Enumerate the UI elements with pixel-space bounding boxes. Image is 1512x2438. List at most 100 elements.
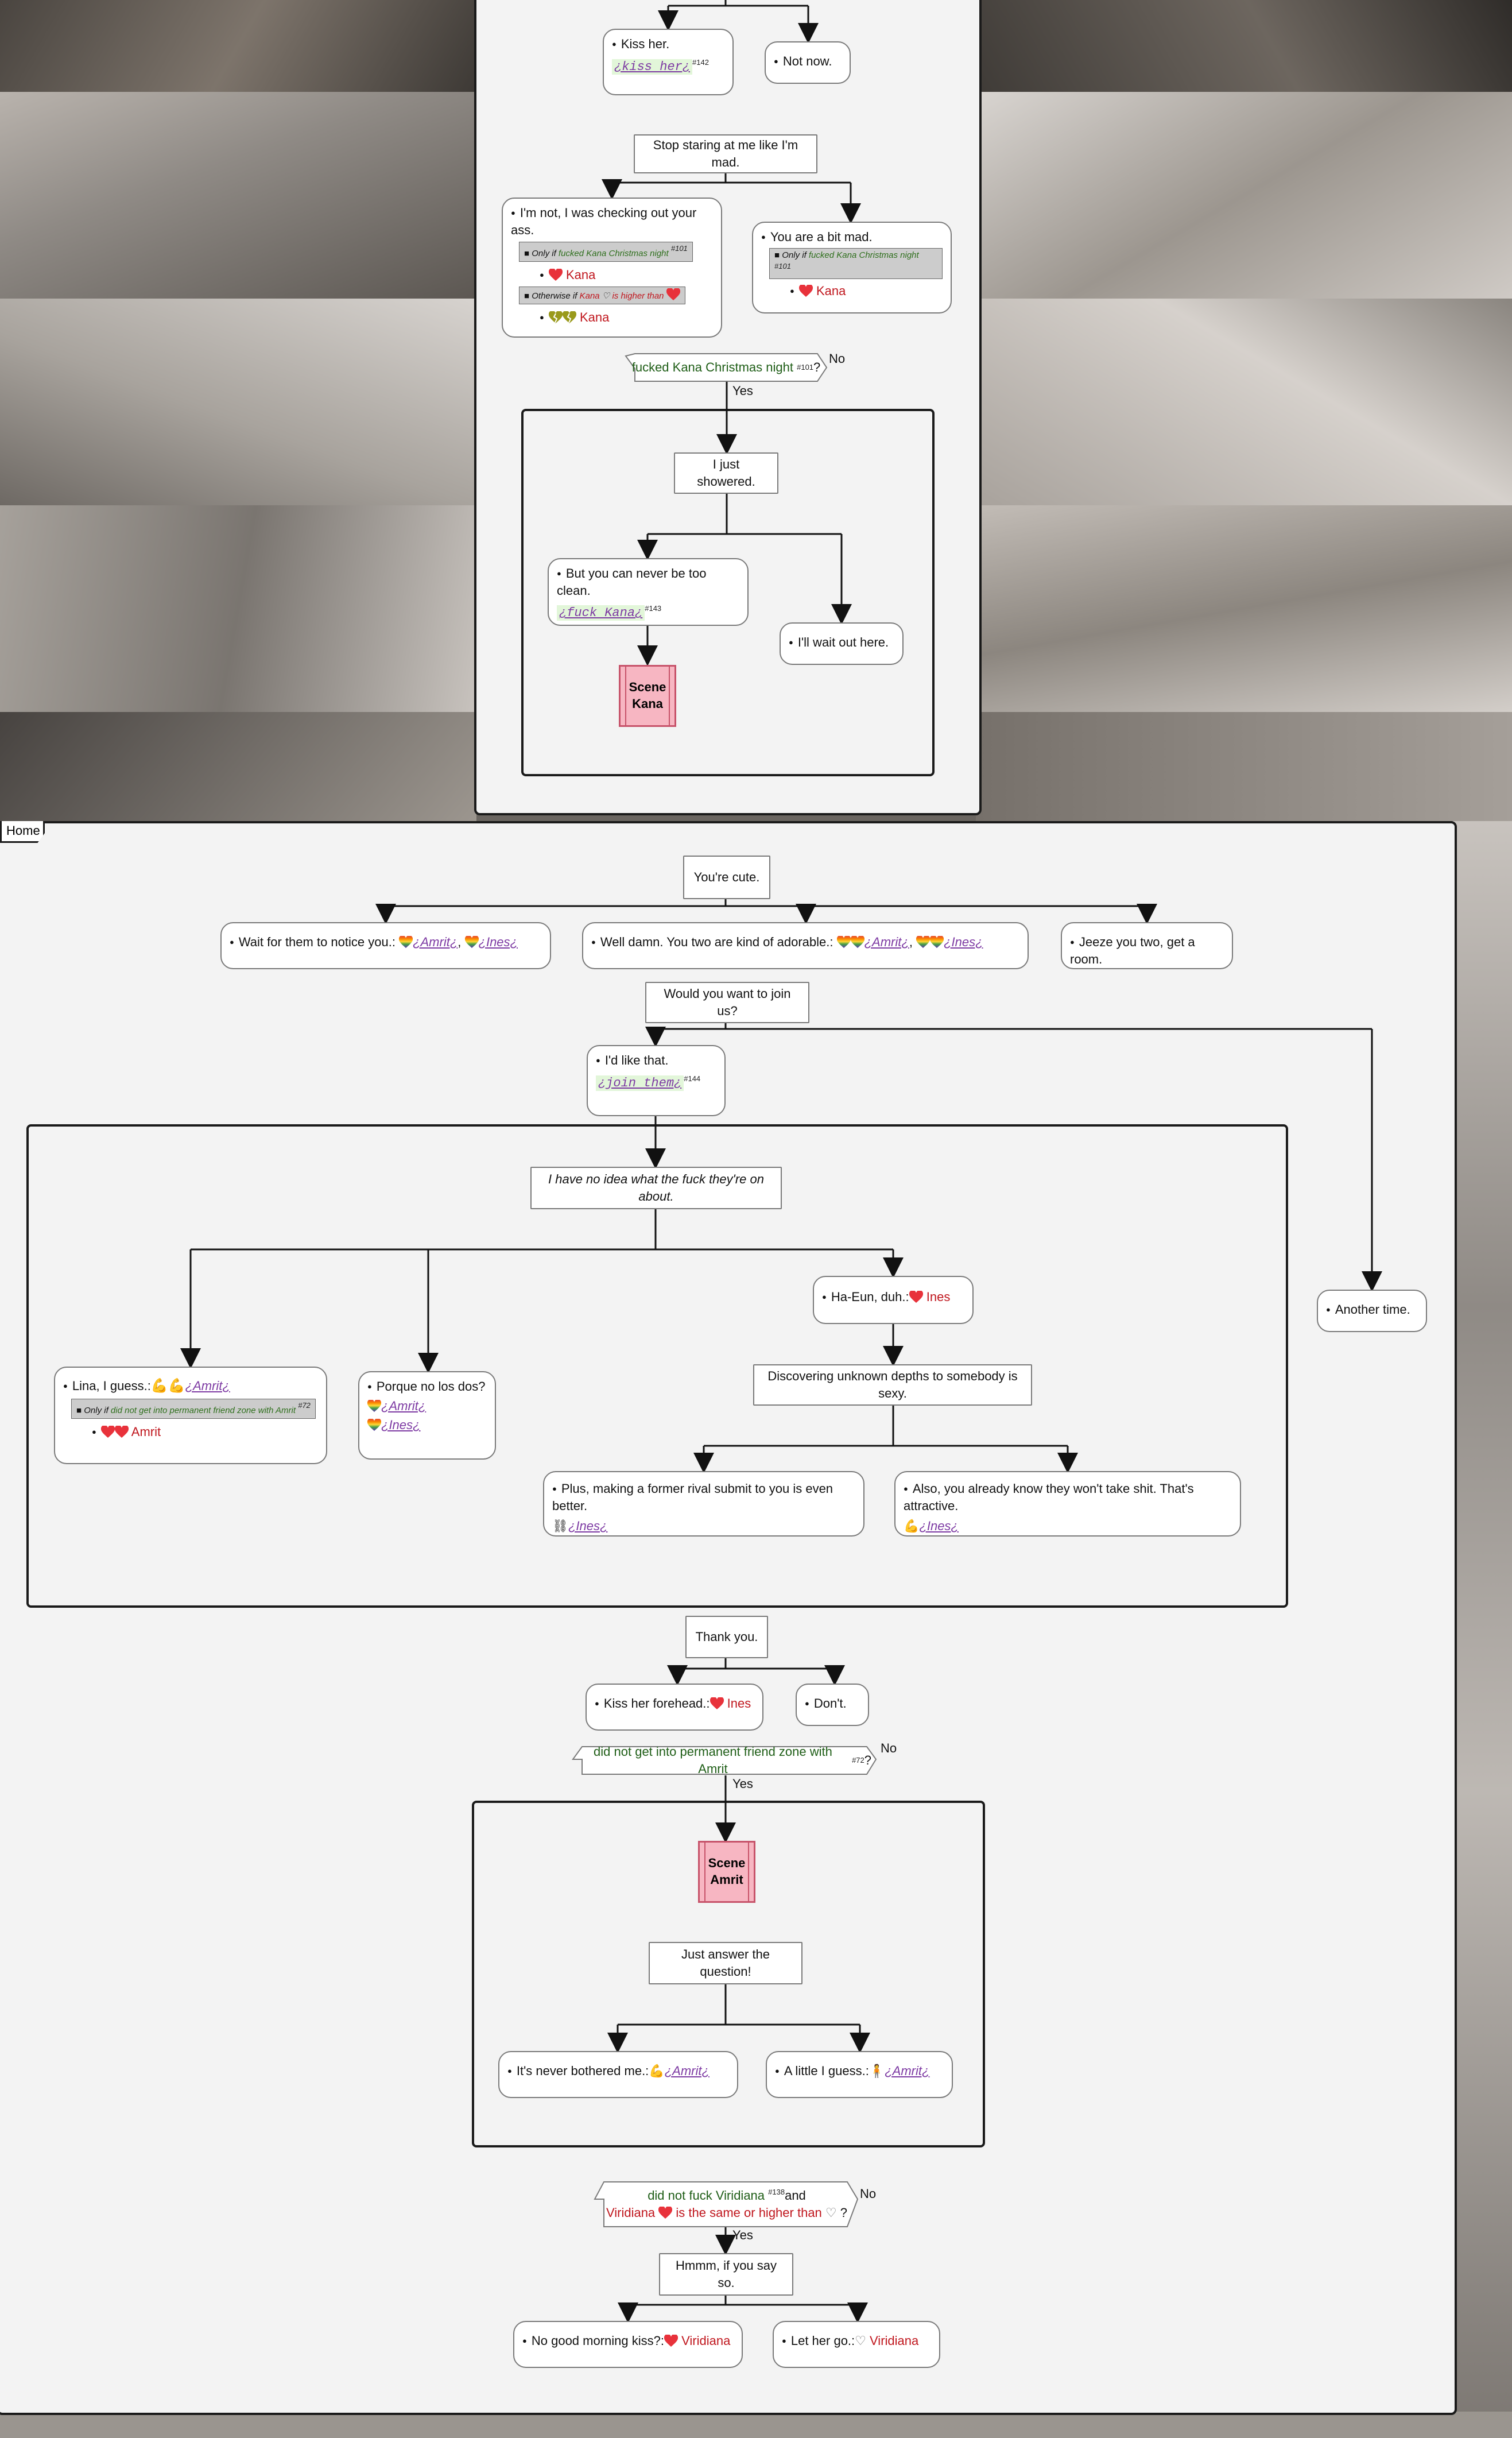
never-clean-option[interactable]: But you can never be too clean. ¿fuck Ka… (548, 558, 749, 626)
rival-label: Plus, making a former rival submit to yo… (552, 1481, 833, 1513)
home-tab[interactable]: Home (0, 821, 45, 843)
jeeze-option[interactable]: Jeeze you two, get a room. (1061, 922, 1233, 969)
rainbow-heart-icon (916, 936, 931, 948)
well-damn-option[interactable]: Well damn. You two are kind of adorable.… (582, 922, 1029, 969)
no-idea-label: I have no idea what the fuck they're on … (548, 1172, 764, 1203)
amrit-link[interactable]: ¿Amrit¿ (413, 935, 458, 949)
im-not-label: I'm not, I was checking out your ass. (511, 206, 697, 237)
rainbow-heart-icon (930, 936, 944, 948)
like-that-label: I'd like that. (604, 1053, 669, 1067)
yes-label: Yes (732, 1777, 753, 1791)
heart-icon (909, 1291, 923, 1303)
ines-link[interactable]: ¿Ines¿ (568, 1519, 608, 1534)
broken-heart-icon: ♡ (855, 2333, 866, 2348)
home-tab-label: Home (6, 823, 40, 838)
say-so-label: Hmmm, if you say so. (675, 2258, 777, 2290)
kiss-her-code[interactable]: ¿kiss her¿ (612, 59, 693, 75)
viridiana-decision: did not fuck Viridiana #138and Viridiana… (606, 2188, 848, 2220)
another-time-label: Another time. (1335, 1302, 1410, 1317)
ines-link[interactable]: ¿Ines¿ (381, 1418, 421, 1433)
lina-option[interactable]: Lina, I guess.:💪💪¿Amrit¿ ■ Only if did n… (54, 1367, 327, 1464)
wait-notice-option[interactable]: Wait for them to notice you.: ¿Amrit¿, ¿… (220, 922, 551, 969)
amrit-link[interactable]: ¿Amrit¿ (664, 2064, 710, 2078)
stop-staring-node: Stop staring at me like I'm mad. (634, 134, 817, 173)
kiss-her-option[interactable]: Kiss her. ¿kiss her¿#142 (603, 29, 734, 95)
person-icon: 🧍 (869, 2064, 885, 2078)
bit-mad-option[interactable]: You are a bit mad. ■ Only if fucked Kana… (752, 222, 952, 314)
not-now-label: Not now. (782, 54, 832, 68)
well-damn-label: Well damn. You two are kind of adorable.… (600, 935, 833, 949)
join-them-code[interactable]: ¿join them¿ (596, 1075, 684, 1091)
im-not-option[interactable]: I'm not, I was checking out your ass. ■ … (502, 198, 722, 338)
amrit-link[interactable]: ¿Amrit¿ (885, 2064, 930, 2078)
rainbow-heart-icon (367, 1399, 381, 1412)
amrit-link[interactable]: ¿Amrit¿ (864, 935, 909, 949)
bg-image (0, 299, 476, 505)
no-kiss-label: No good morning kiss?: (531, 2333, 664, 2348)
join-us-label: Would you want to join us? (664, 986, 791, 1018)
discovering-node: Discovering unknown depths to somebody i… (753, 1364, 1032, 1406)
heart-icon (114, 1425, 129, 1438)
rival-option[interactable]: Plus, making a former rival submit to yo… (543, 1471, 864, 1537)
ines-link[interactable]: ¿Ines¿ (478, 935, 518, 949)
dont-option[interactable]: Don't. (796, 1684, 869, 1726)
ines-label: Ines (926, 1290, 951, 1304)
decision-shape (594, 2181, 859, 2227)
kana-label: Kana (565, 267, 596, 282)
attractive-option[interactable]: Also, you already know they won't take s… (894, 1471, 1241, 1537)
let-go-option[interactable]: Let her go.:♡ Viridiana (773, 2321, 940, 2368)
viridiana-label: Viridiana (870, 2333, 919, 2348)
broken-heart-icon (562, 311, 576, 323)
yes-label: Yes (732, 2228, 753, 2242)
stop-staring-label: Stop staring at me like I'm mad. (653, 138, 798, 169)
wait-out-option[interactable]: I'll wait out here. (780, 622, 904, 665)
thank-you-node: Thank you. (685, 1616, 768, 1658)
porque-label: Porque no los dos? (376, 1379, 486, 1394)
amrit-link[interactable]: ¿Amrit¿ (381, 1398, 427, 1413)
ines-link[interactable]: ¿Ines¿ (944, 935, 983, 949)
bg-image (976, 299, 1512, 505)
amrit-link[interactable]: ¿Amrit¿ (185, 1379, 230, 1393)
rainbow-heart-icon (367, 1419, 381, 1431)
never-bothered-option[interactable]: It's never bothered me.:💪¿Amrit¿ (498, 2051, 738, 2098)
dont-label: Don't. (813, 1696, 847, 1711)
bit-mad-label: You are a bit mad. (770, 230, 873, 244)
ines-label: Ines (727, 1696, 751, 1711)
flexed-arm-icon: 💪 (168, 1378, 185, 1394)
bg-image (0, 505, 476, 712)
like-that-option[interactable]: I'd like that. ¿join them¿#144 (587, 1045, 726, 1116)
no-kiss-option[interactable]: No good morning kiss?: Viridiana (513, 2321, 743, 2368)
bg-image (976, 505, 1512, 712)
forehead-option[interactable]: Kiss her forehead.: Ines (586, 1684, 763, 1731)
thank-you-label: Thank you. (695, 1630, 758, 1644)
forehead-label: Kiss her forehead.: (603, 1696, 710, 1711)
ha-eun-option[interactable]: Ha-Eun, duh.: Ines (813, 1276, 974, 1324)
say-so-node: Hmmm, if you say so. (659, 2253, 793, 2296)
wait-notice-label: Wait for them to notice you.: (238, 935, 396, 949)
condition-badge: ■ Only if did not get into permanent fri… (71, 1399, 316, 1419)
yes-label: Yes (732, 384, 753, 398)
wait-out-label: I'll wait out here. (797, 635, 889, 649)
ines-link[interactable]: ¿Ines¿ (919, 1519, 959, 1534)
little-option[interactable]: A little I guess.:🧍¿Amrit¿ (766, 2051, 953, 2098)
flexed-arm-icon: 💪 (904, 1519, 920, 1534)
fuck-kana-ref: #143 (645, 604, 662, 613)
condition-badge: ■ Only if fucked Kana Christmas night #1… (769, 247, 943, 280)
showered-label: I just showered. (697, 457, 755, 489)
heart-icon (798, 285, 813, 297)
never-bothered-label: It's never bothered me.: (516, 2064, 649, 2078)
rainbow-heart-icon (399, 936, 413, 948)
kiss-her-label: Kiss her. (621, 37, 670, 51)
no-label: No (860, 2187, 877, 2201)
porque-option[interactable]: Porque no los dos? ¿Amrit¿ ¿Ines¿ (358, 1371, 496, 1460)
not-now-option[interactable]: Not now. (765, 41, 851, 84)
fuck-kana-code[interactable]: ¿fuck Kana¿ (557, 605, 645, 621)
showered-node: I just showered. (674, 452, 778, 494)
bg-image (1452, 821, 1512, 2438)
heart-icon (658, 2207, 673, 2219)
youre-cute-node: You're cute. (683, 856, 770, 899)
another-time-option[interactable]: Another time. (1317, 1290, 1427, 1332)
